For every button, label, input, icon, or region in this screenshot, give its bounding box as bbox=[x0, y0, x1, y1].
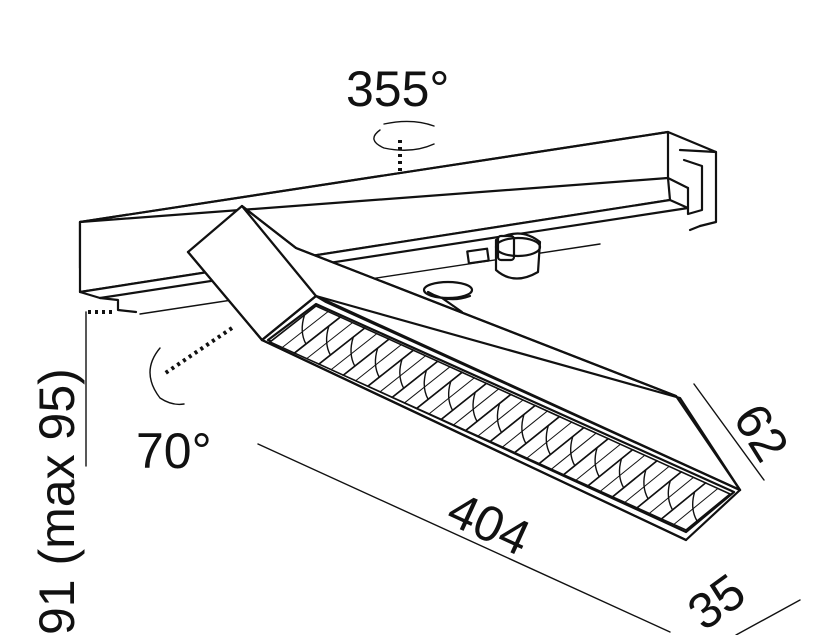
head-height-line bbox=[693, 383, 765, 481]
louver-inner bbox=[266, 302, 736, 534]
length-label: 404 bbox=[439, 481, 538, 567]
adapter-channel bbox=[682, 158, 704, 216]
rotation-arrow-icon bbox=[373, 120, 435, 151]
adapter-underside bbox=[98, 296, 138, 314]
head-width-dimension: 35 bbox=[678, 563, 801, 635]
tilt-axis bbox=[162, 326, 234, 376]
adapter-channel-top bbox=[678, 148, 718, 154]
spot-head bbox=[186, 204, 742, 542]
louver-grid bbox=[268, 305, 732, 531]
height-dimension: 91 (max 95) bbox=[29, 310, 114, 635]
length-line bbox=[257, 443, 671, 633]
head-outline-top bbox=[240, 204, 742, 492]
tilt-label: 70° bbox=[136, 423, 212, 479]
head-front-edge bbox=[186, 250, 264, 342]
height-label: 91 (max 95) bbox=[29, 368, 85, 635]
head-height-label: 62 bbox=[723, 394, 800, 471]
rotation-label: 355° bbox=[346, 61, 449, 117]
adapter-end-edge bbox=[688, 224, 702, 232]
head-width-label: 35 bbox=[678, 563, 756, 635]
louver-cell bbox=[660, 482, 732, 531]
rotation-knob bbox=[422, 232, 542, 314]
head-width-line bbox=[735, 599, 801, 635]
tilt-arrow-icon bbox=[149, 347, 185, 406]
tilt-indicator: 70° bbox=[136, 326, 234, 479]
head-bottom-edge bbox=[260, 338, 688, 542]
connector-small bbox=[466, 247, 490, 265]
adapter-channel-edge bbox=[666, 176, 690, 190]
rotation-indicator: 355° bbox=[346, 61, 449, 172]
